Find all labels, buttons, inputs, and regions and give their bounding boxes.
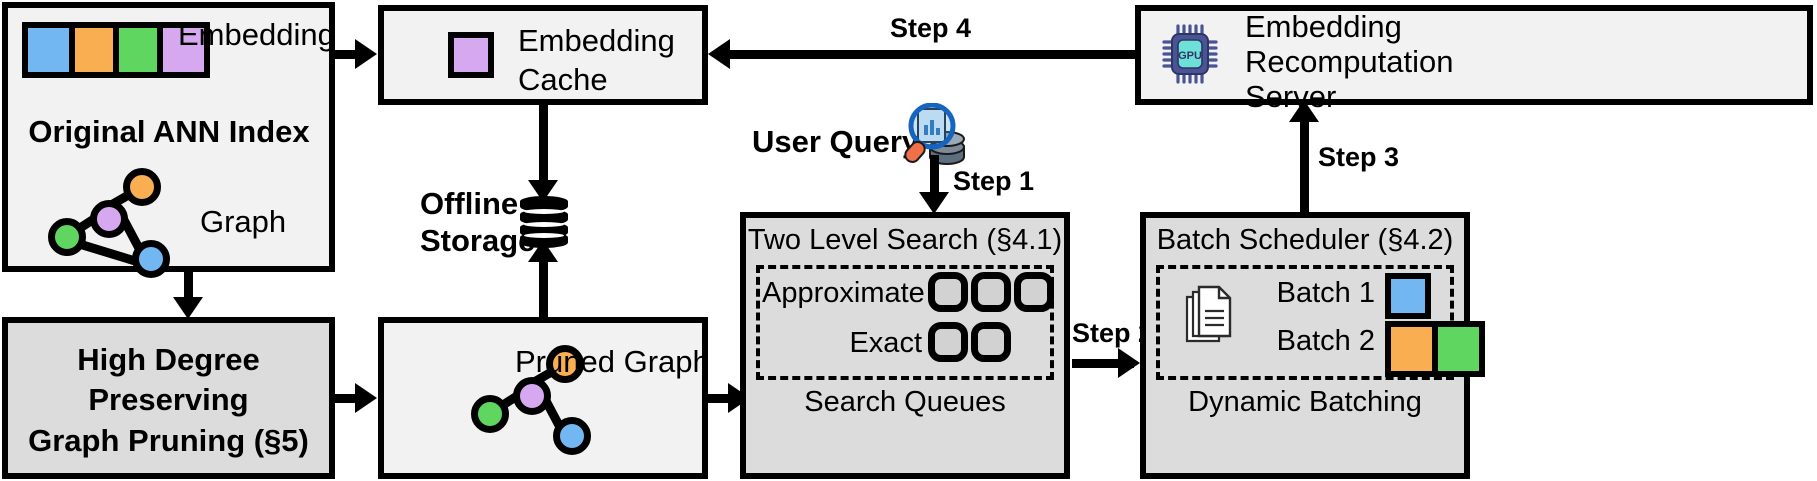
recomputation-server-box xyxy=(1135,5,1813,105)
embedding-label: Embedding xyxy=(178,17,335,52)
connector-step2 xyxy=(1072,359,1134,368)
connector-step4 xyxy=(720,50,1135,59)
connector-index-to-cache xyxy=(335,50,367,59)
purple-node xyxy=(513,377,551,415)
connector-pruned-to-storage xyxy=(539,255,548,317)
step1-label: Step 1 xyxy=(953,166,1035,196)
embedding-cache-chip xyxy=(448,32,494,78)
batch-2-chip-strip xyxy=(1385,321,1485,377)
orange-node xyxy=(546,345,584,383)
arrowhead-right xyxy=(355,39,377,69)
green-node xyxy=(471,395,509,433)
connector-step1 xyxy=(930,155,939,205)
approximate-slot-0 xyxy=(928,272,968,312)
offline-storage-label: Offline Storage xyxy=(420,186,536,259)
original-ann-index-title: Original ANN Index xyxy=(28,114,310,149)
two-level-search-title: Two Level Search (§4.1) xyxy=(747,224,1063,256)
arrowhead-right xyxy=(1118,348,1140,378)
approximate-slot-1 xyxy=(971,272,1011,312)
arrowhead-left xyxy=(708,39,730,69)
blue-node xyxy=(553,417,591,455)
connector-pruned-to-search xyxy=(708,394,740,403)
embedding-chip-2 xyxy=(116,28,160,72)
embedding-chip-0 xyxy=(28,28,72,72)
arrowhead-down xyxy=(173,297,203,319)
approximate-slot-2 xyxy=(1014,272,1054,312)
batch-1-chip-0 xyxy=(1385,273,1431,319)
database-cylinder-icon xyxy=(520,196,568,248)
pruned-graph-label: Pruned Graph xyxy=(515,344,710,379)
step3-label: Step 3 xyxy=(1318,142,1400,172)
connector-cache-to-storage xyxy=(539,105,548,185)
connector-index-to-pruning xyxy=(184,272,193,302)
gpu-icon-text: GPU xyxy=(1178,50,1202,62)
search-queues-panel xyxy=(756,265,1054,380)
pruned-graph-visual xyxy=(463,345,603,455)
recomputation-server-title: Embedding Recomputation Server xyxy=(1245,9,1454,115)
green-node xyxy=(48,218,86,256)
blue-node xyxy=(132,240,170,278)
user-query-label: User Query xyxy=(752,124,920,159)
arrowhead-up xyxy=(1289,100,1319,122)
magnifier-over-database-icon xyxy=(904,103,965,165)
exact-row-label: Exact xyxy=(849,327,922,359)
embedding-chip-3 xyxy=(160,28,204,72)
documents-stack-icon xyxy=(1185,285,1232,343)
batch-2-chip-0 xyxy=(1391,327,1435,371)
graph-pruning-title: High Degree Preserving Graph Pruning (§5… xyxy=(28,342,309,458)
connector-pruning-to-pruned xyxy=(335,394,367,403)
purple-node xyxy=(90,200,128,238)
orange-node xyxy=(123,168,161,206)
embedding-cache-box xyxy=(378,5,708,105)
graph-pruning-box xyxy=(2,317,335,479)
search-queues-footer: Search Queues xyxy=(804,386,1006,418)
gpu-chip-icon: GPU xyxy=(1162,24,1218,84)
approximate-row-label: Approximate xyxy=(762,277,925,309)
batch-2-chip-1 xyxy=(1435,327,1479,371)
batch-2-label: Batch 2 xyxy=(1276,325,1375,357)
batch-1-label: Batch 1 xyxy=(1276,277,1375,309)
embedding-chip-1 xyxy=(72,28,116,72)
dynamic-batching-footer: Dynamic Batching xyxy=(1188,386,1422,418)
original-index-graph xyxy=(40,168,180,278)
embedding-chip-strip xyxy=(22,22,210,78)
exact-slot-1 xyxy=(971,322,1011,362)
graph-label: Graph xyxy=(200,204,287,239)
step4-label: Step 4 xyxy=(890,13,972,43)
exact-slot-0 xyxy=(928,322,968,362)
two-level-search-box xyxy=(740,212,1070,479)
arrowhead-right xyxy=(355,383,377,413)
batch-scheduler-title: Batch Scheduler (§4.2) xyxy=(1156,224,1454,256)
embedding-cache-title: Embedding Cache xyxy=(518,23,675,97)
connector-step3 xyxy=(1300,115,1309,212)
arrowhead-down xyxy=(919,192,949,214)
